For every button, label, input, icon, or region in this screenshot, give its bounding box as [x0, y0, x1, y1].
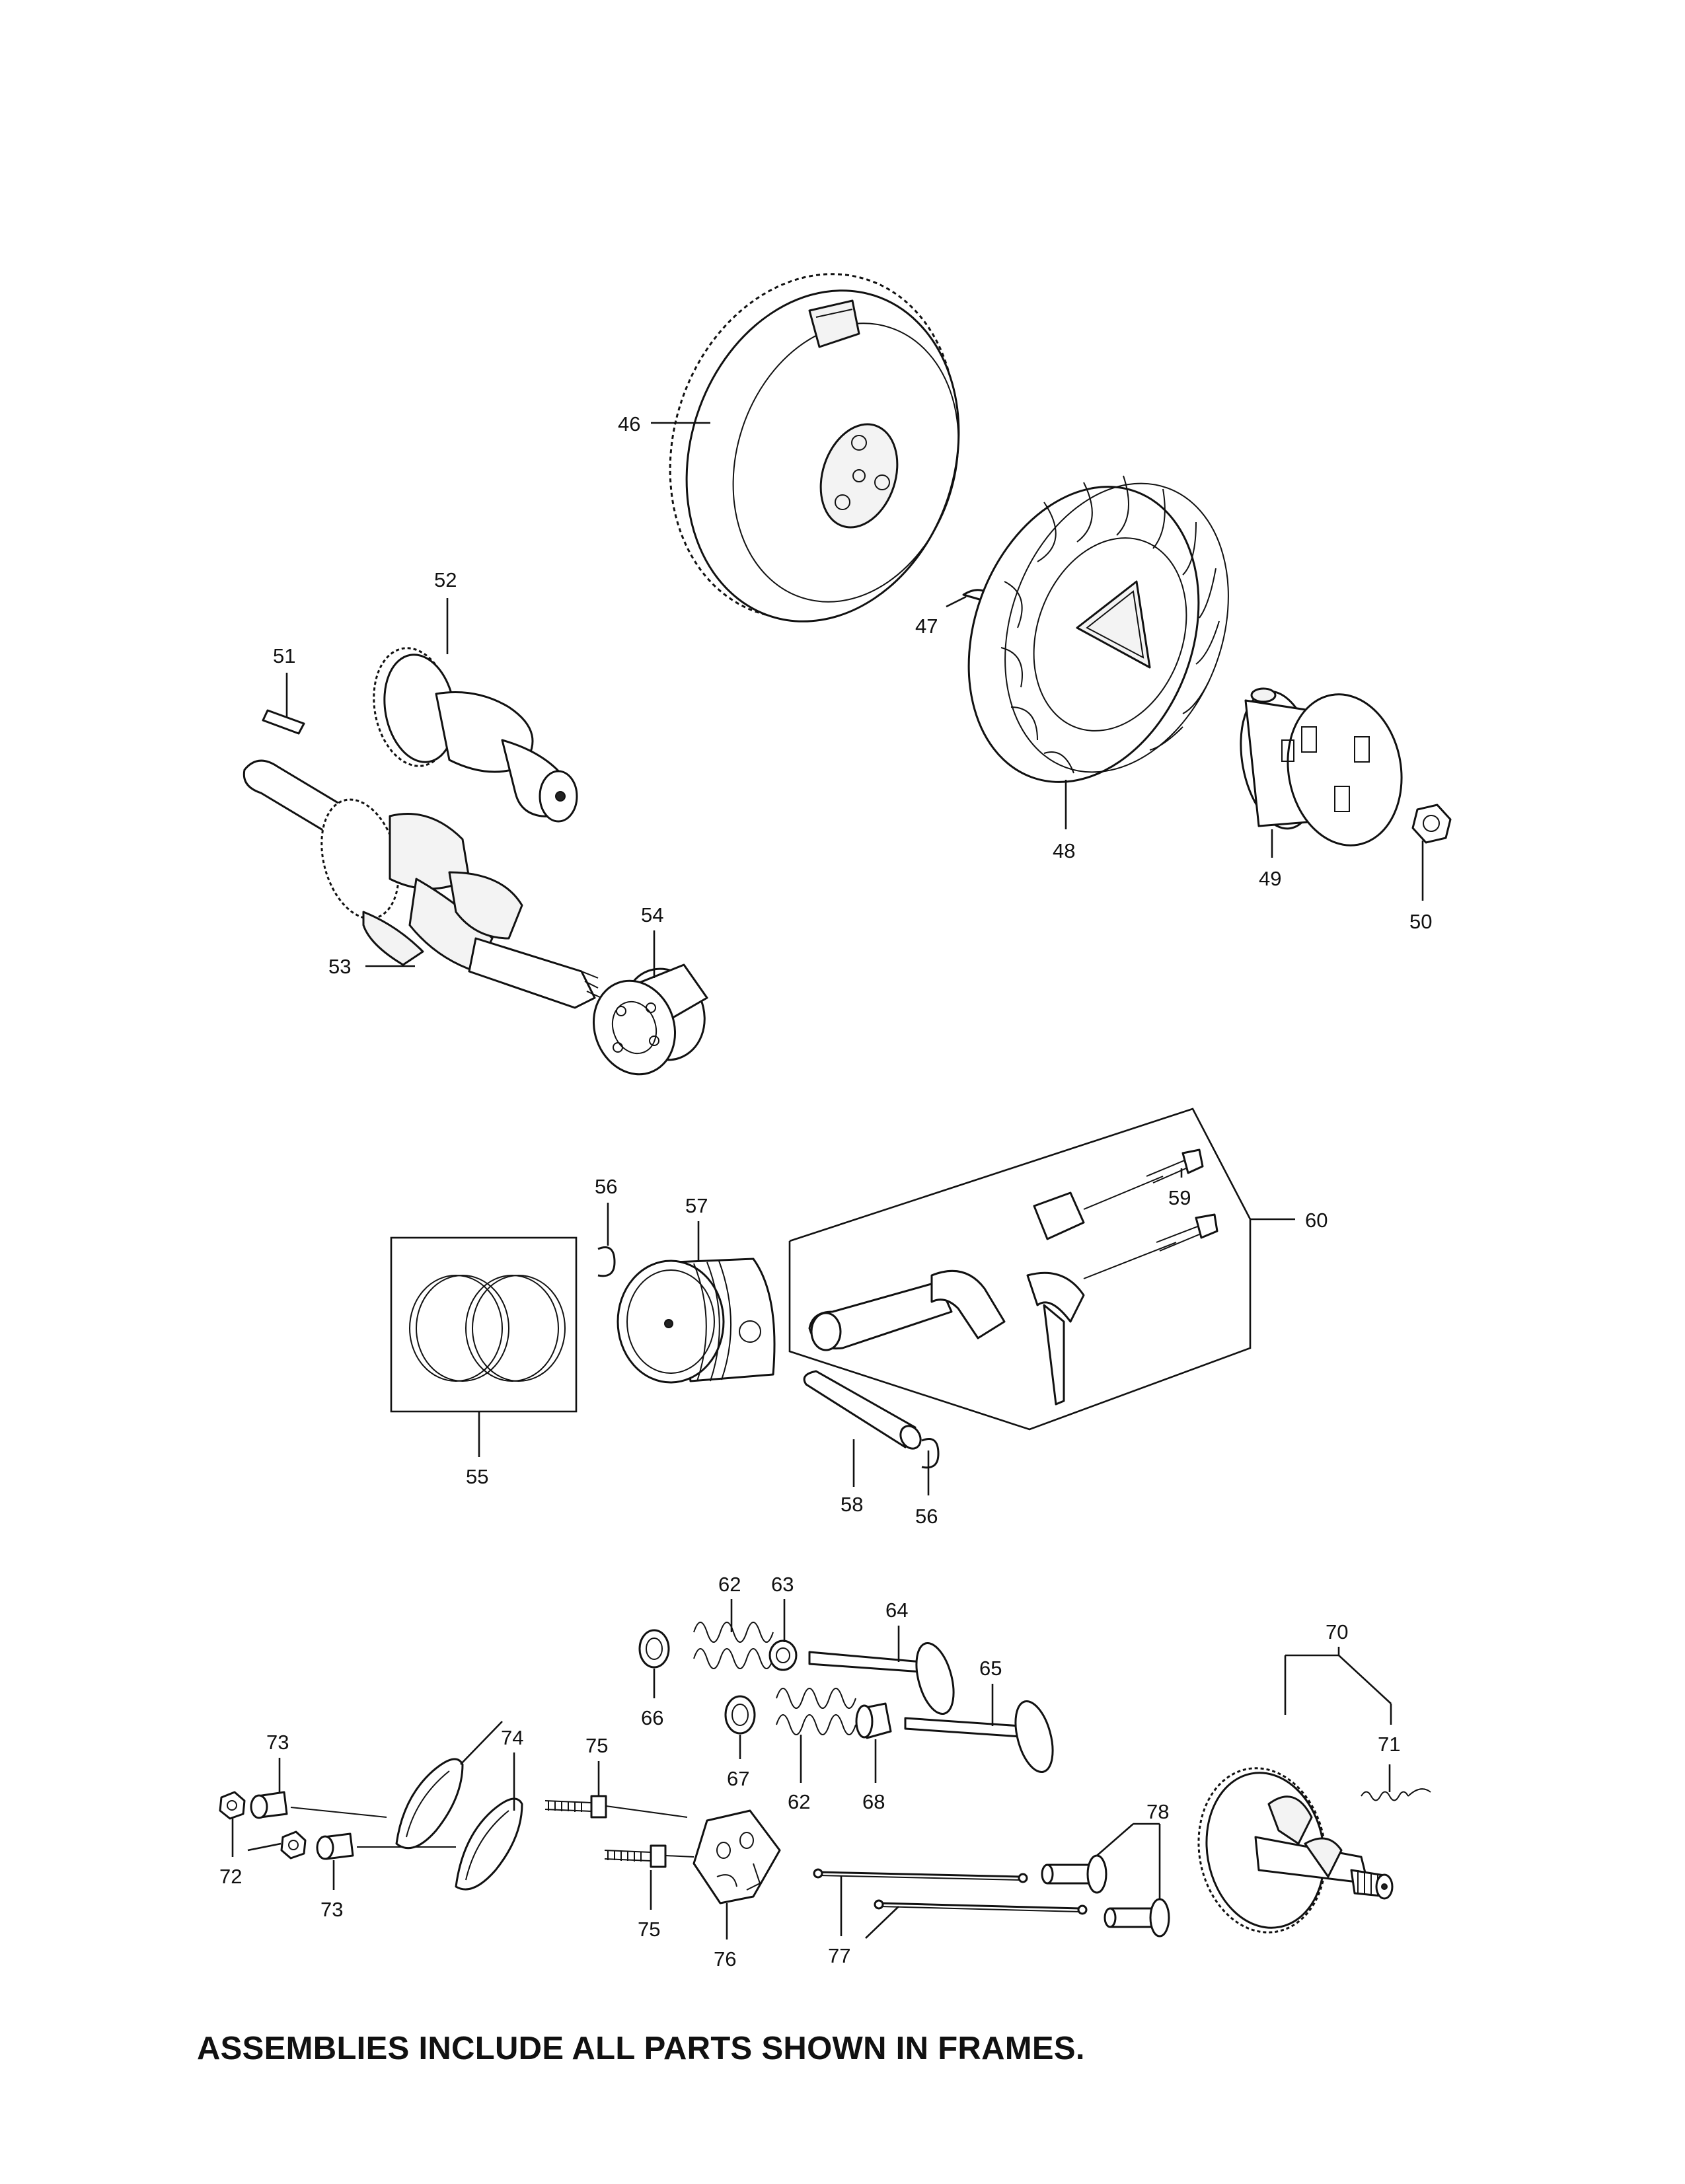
- label-49: 49: [1259, 867, 1281, 890]
- exhaust-valve: [904, 1700, 1054, 1774]
- label-53: 53: [328, 955, 351, 978]
- label-56-bottom: 56: [915, 1505, 938, 1528]
- starter-cup: [1240, 687, 1403, 847]
- valve-stem-seal: [768, 1639, 892, 1739]
- ball-bearing: [592, 963, 708, 1076]
- frame-note: ASSEMBLIES INCLUDE ALL PARTS SHOWN IN FR…: [197, 2031, 1085, 2066]
- connecting-rod-bolt: [1146, 1148, 1218, 1252]
- piston: [617, 1258, 776, 1384]
- intake-valve: [808, 1641, 955, 1715]
- label-52: 52: [434, 568, 457, 591]
- connecting-rod-assembly: [788, 1108, 1252, 1431]
- label-72: 72: [219, 1865, 242, 1888]
- label-78: 78: [1146, 1800, 1169, 1823]
- push-rod-guide-plate: [693, 1809, 781, 1904]
- camshaft-assembly: [1197, 1767, 1394, 1934]
- label-55: 55: [466, 1465, 488, 1488]
- label-73-top: 73: [266, 1731, 289, 1754]
- rocker-arm-nut: [219, 1791, 307, 1860]
- label-47: 47: [915, 615, 938, 638]
- piston-pin: [803, 1370, 922, 1450]
- piston-ring-set: [390, 1236, 578, 1457]
- label-64: 64: [885, 1599, 908, 1622]
- crankshaft: [243, 759, 602, 1009]
- part-number-labels: 46 47 48 49 50 51 52 53 54 55 56 57 58 5…: [219, 412, 1432, 1971]
- crankshaft-key: [262, 709, 305, 735]
- balancer-shaft: [373, 647, 578, 823]
- label-60: 60: [1305, 1209, 1328, 1232]
- label-63: 63: [771, 1573, 794, 1596]
- label-67: 67: [727, 1767, 749, 1790]
- decompression-spring: [1361, 1788, 1431, 1801]
- label-57: 57: [685, 1194, 708, 1217]
- valve-tappet: [1041, 1854, 1170, 1938]
- pivot-adjuster: [250, 1791, 456, 1860]
- flywheel-nut: [1411, 804, 1452, 844]
- flywheel: [669, 273, 960, 622]
- valve-retainer: [638, 1629, 756, 1735]
- label-70: 70: [1326, 1620, 1348, 1643]
- label-56-top: 56: [595, 1175, 617, 1198]
- label-71: 71: [1378, 1733, 1400, 1756]
- label-48: 48: [1053, 839, 1075, 862]
- label-50: 50: [1409, 910, 1432, 933]
- label-75-top: 75: [585, 1734, 608, 1757]
- label-58: 58: [841, 1493, 863, 1516]
- label-51: 51: [273, 644, 295, 667]
- valve-spring: [693, 1622, 856, 1735]
- piston-pin-clip: [597, 1246, 940, 1469]
- label-62-top: 62: [718, 1573, 741, 1596]
- rocker-arm: [395, 1758, 523, 1891]
- label-76: 76: [714, 1947, 736, 1971]
- label-73-bottom: 73: [320, 1898, 343, 1921]
- label-77: 77: [828, 1944, 850, 1967]
- label-62-bottom: 62: [788, 1790, 810, 1813]
- label-65: 65: [979, 1657, 1002, 1680]
- label-46: 46: [618, 412, 640, 435]
- label-75-bottom: 75: [638, 1918, 660, 1941]
- label-59: 59: [1168, 1186, 1191, 1209]
- label-74: 74: [501, 1726, 523, 1749]
- push-rod: [813, 1868, 1088, 1915]
- leader-lines: [231, 422, 1424, 1939]
- label-54: 54: [641, 903, 663, 926]
- label-66: 66: [641, 1706, 663, 1729]
- label-68: 68: [862, 1790, 885, 1813]
- rocker-stud: [544, 1795, 694, 1868]
- cooling-fan: [967, 475, 1229, 783]
